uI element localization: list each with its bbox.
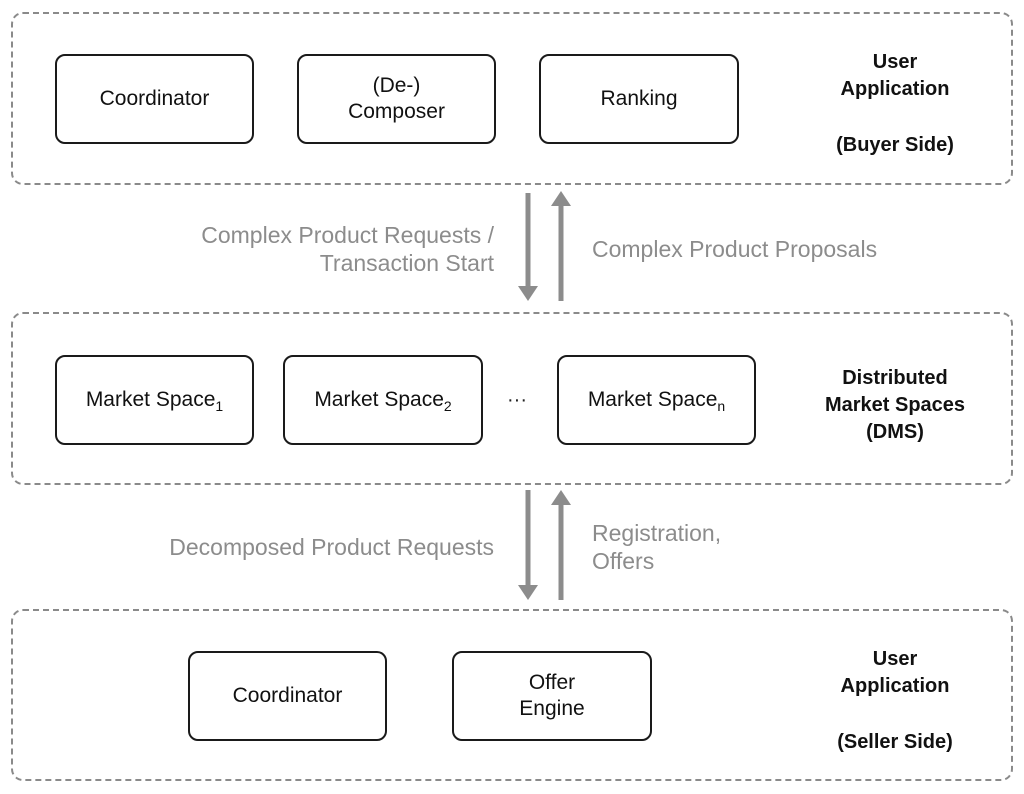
decomposer-box: (De-) Composer: [297, 54, 496, 144]
seller-label-line2: Application: [840, 675, 950, 697]
arrow-down-top: [518, 193, 538, 301]
decomposer-label-line1: (De-): [372, 74, 421, 97]
dms-side-label: Distributed Market Spaces (DMS): [805, 365, 985, 446]
dms-label-line1: Distributed: [842, 367, 948, 389]
market-space-2-label: Market Space2: [314, 388, 452, 414]
flow-bottom-up-line1: Registration,: [592, 520, 722, 546]
arrow-up-bottom: [551, 490, 571, 600]
buyer-coordinator-label: Coordinator: [99, 87, 210, 110]
buyer-side-label: User Application (Buyer Side): [810, 49, 980, 159]
flow-top-down-label: Complex Product Requests / Transaction S…: [150, 221, 494, 277]
seller-coordinator-label: Coordinator: [232, 684, 343, 707]
flow-top-down-line2: Transaction Start: [319, 250, 494, 276]
market-space-1-box: Market Space1: [55, 355, 254, 445]
arrow-down-bottom: [518, 490, 538, 600]
market-space-1-label: Market Space1: [85, 388, 224, 414]
decomposer-label-line2: Composer: [348, 100, 445, 123]
ranking-label: Ranking: [600, 87, 678, 110]
seller-label-line1: User: [872, 648, 918, 670]
offer-engine-box: Offer Engine: [452, 651, 652, 741]
buyer-label-line3: (Buyer Side): [836, 134, 954, 156]
seller-label-line3: (Seller Side): [837, 731, 953, 753]
offer-engine-label-line1: Offer: [528, 671, 576, 694]
seller-layer-container: [11, 609, 1013, 781]
market-space-ellipsis: ···: [507, 389, 527, 411]
market-space-2-box: Market Space2: [283, 355, 483, 445]
buyer-layer-container: [11, 12, 1013, 185]
flow-top-down-line1: Complex Product Requests /: [201, 222, 494, 248]
dms-label-line3: (DMS): [866, 421, 924, 443]
buyer-label-line1: User: [872, 51, 918, 73]
buyer-coordinator-box: Coordinator: [55, 54, 254, 144]
ranking-box: Ranking: [539, 54, 739, 144]
dms-layer-container: [11, 312, 1013, 485]
flow-bottom-down-label: Decomposed Product Requests: [169, 534, 494, 560]
offer-engine-label-line2: Engine: [519, 697, 585, 720]
flow-bottom-up-line2: Offers: [592, 548, 655, 574]
flow-top-up-label: Complex Product Proposals: [592, 236, 878, 262]
market-space-n-label: Market Spacen: [587, 388, 726, 414]
arrow-up-top: [551, 191, 571, 301]
buyer-label-line2: Application: [840, 78, 950, 100]
seller-coordinator-box: Coordinator: [188, 651, 387, 741]
seller-side-label: User Application (Seller Side): [805, 646, 985, 756]
market-space-n-box: Market Spacen: [557, 355, 756, 445]
dms-label-line2: Market Spaces: [824, 394, 966, 416]
flow-bottom-up-label: Registration, Offers: [592, 519, 792, 575]
